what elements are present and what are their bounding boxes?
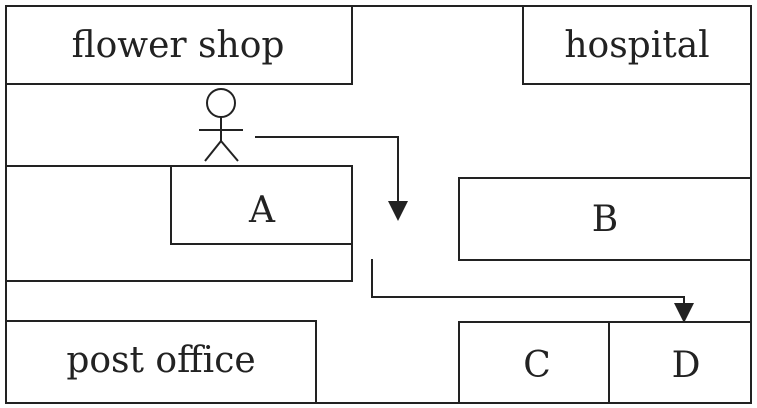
hospital-building	[522, 5, 752, 85]
person-icon	[199, 88, 243, 162]
flower-shop-building	[5, 5, 353, 85]
building-c-label: C	[523, 345, 551, 386]
building-b	[458, 177, 752, 261]
post-office-building	[5, 320, 317, 404]
building-a	[170, 165, 353, 245]
building-d-label: D	[672, 345, 701, 386]
route-arrow-second	[371, 259, 694, 323]
building-d	[608, 321, 752, 404]
route-arrow-first	[255, 136, 408, 221]
post-office-label: post office	[66, 340, 255, 381]
building-a-label: A	[248, 190, 276, 231]
flower-shop-label: flower shop	[72, 25, 285, 66]
building-b-label: B	[592, 199, 618, 240]
building-c	[458, 321, 610, 404]
hospital-label: hospital	[564, 25, 709, 66]
